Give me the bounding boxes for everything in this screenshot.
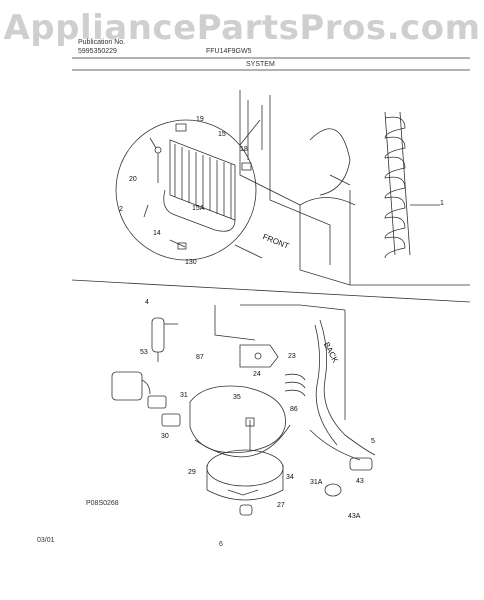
callout-2: 2 <box>119 206 123 213</box>
callout-30: 30 <box>161 433 169 440</box>
model-number: FFU14F9GW5 <box>206 48 252 55</box>
date-code: 03/01 <box>37 537 55 544</box>
section-title: SYSTEM <box>246 61 275 68</box>
callout-1: 1 <box>440 200 444 207</box>
publication-label: Publication No. <box>78 39 126 46</box>
watermark-logo: AppliancePartsPros.com <box>3 8 481 48</box>
condenser-coil <box>384 111 440 259</box>
callout-86: 86 <box>290 406 298 413</box>
callout-35: 35 <box>233 394 241 401</box>
callout-19: 19 <box>196 116 204 123</box>
compressor <box>189 385 291 516</box>
defrost-heater <box>143 123 252 250</box>
bracket <box>239 344 306 397</box>
callout-31: 31 <box>180 392 188 399</box>
cabinet-back <box>214 304 376 456</box>
callout-18: 18 <box>240 146 248 153</box>
callout-31a: 31A <box>310 479 323 486</box>
terminal-cover <box>111 371 151 401</box>
callout-14: 14 <box>153 230 161 237</box>
callout-29: 29 <box>188 469 196 476</box>
figure-code: P08S0268 <box>86 500 119 507</box>
callout-87: 87 <box>196 354 204 361</box>
callout-34: 34 <box>286 474 294 481</box>
callout-130: 130 <box>185 259 197 266</box>
callout-23: 23 <box>288 353 296 360</box>
callout-43a: 43A <box>348 513 361 520</box>
callout-53: 53 <box>140 349 148 356</box>
callout-24: 24 <box>253 371 261 378</box>
callout-15: 15 <box>218 131 226 138</box>
page-number: 6 <box>219 541 223 548</box>
filter-drier <box>151 317 178 362</box>
callout-20: 20 <box>129 176 137 183</box>
callout-4: 4 <box>145 299 149 306</box>
detail-circle <box>115 119 257 261</box>
cabinet-sketch <box>239 90 470 286</box>
callout-5: 5 <box>371 438 375 445</box>
publication-number: 5995350229 <box>78 48 117 55</box>
callout-15a: 15A <box>192 205 205 212</box>
callout-27: 27 <box>277 502 285 509</box>
callout-43: 43 <box>356 478 364 485</box>
